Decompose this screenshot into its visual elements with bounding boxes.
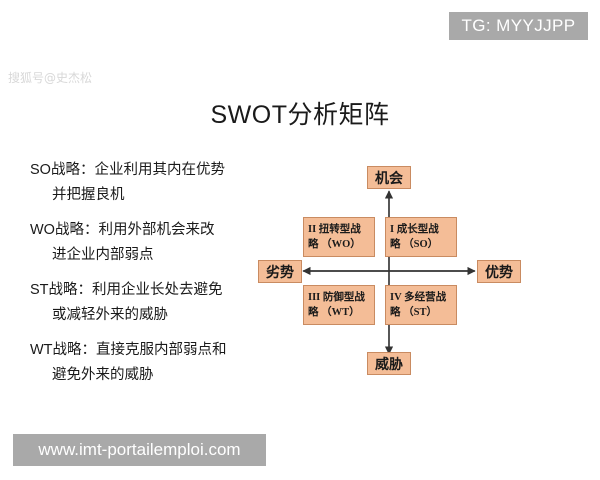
strategy-wt-line-2: 避免外来的威胁 — [52, 367, 154, 383]
quadrant-so-line-1: I 成长型战 — [390, 224, 439, 235]
axis-label-strength: 优势 — [477, 260, 521, 283]
quadrant-wo: II 扭转型战 略 （WO） — [303, 217, 375, 257]
matrix-axes-icon — [302, 190, 476, 355]
strategy-description-list: SO战略：企业利用其内在优势 并把握良机 WO战略：利用外部机会来改 进企业内部… — [30, 158, 275, 398]
strategy-so-line-1: SO战略：企业利用其内在优势 — [30, 162, 225, 178]
quadrant-st-line-1: IV 多经营战 — [390, 292, 447, 303]
quadrant-wt-line-2: 略 （WT） — [308, 307, 360, 318]
source-url-banner: www.imt-portailemploi.com — [13, 434, 266, 466]
quadrant-wo-line-1: II 扭转型战 — [308, 224, 361, 235]
quadrant-so-line-2: 略 （SO） — [390, 239, 439, 250]
strategy-item-wo: WO战略：利用外部机会来改 进企业内部弱点 — [30, 218, 275, 268]
axis-label-threat: 威胁 — [367, 352, 411, 375]
quadrant-wo-line-2: 略 （WO） — [308, 239, 361, 250]
telegram-badge: TG: MYYJJPP — [449, 12, 588, 40]
strategy-st-line-1: ST战略：利用企业长处去避免 — [30, 282, 223, 298]
quadrant-wt: III 防御型战 略 （WT） — [303, 285, 375, 325]
strategy-item-wt: WT战略：直接克服内部弱点和 避免外来的威胁 — [30, 338, 275, 388]
strategy-so-line-2: 并把握良机 — [52, 187, 125, 203]
strategy-wo-line-1: WO战略：利用外部机会来改 — [30, 222, 215, 238]
strategy-wt-line-1: WT战略：直接克服内部弱点和 — [30, 342, 227, 358]
quadrant-st: IV 多经营战 略 （ST） — [385, 285, 457, 325]
strategy-wo-line-2: 进企业内部弱点 — [52, 247, 154, 263]
strategy-item-so: SO战略：企业利用其内在优势 并把握良机 — [30, 158, 275, 208]
axis-label-weakness: 劣势 — [258, 260, 302, 283]
quadrant-so: I 成长型战 略 （SO） — [385, 217, 457, 257]
quadrant-wt-line-1: III 防御型战 — [308, 292, 365, 303]
strategy-item-st: ST战略：利用企业长处去避免 或减轻外来的威胁 — [30, 278, 275, 328]
axis-label-opportunity: 机会 — [367, 166, 411, 189]
swot-matrix: 机会 劣势 优势 威胁 II 扭转型战 略 （WO） I 成长型战 略 （SO）… — [255, 160, 575, 385]
strategy-st-line-2: 或减轻外来的威胁 — [52, 307, 168, 323]
page-title: SWOT分析矩阵 — [210, 101, 390, 129]
quadrant-st-line-2: 略 （ST） — [390, 307, 437, 318]
sohu-watermark: 搜狐号@史杰松 — [8, 71, 93, 85]
